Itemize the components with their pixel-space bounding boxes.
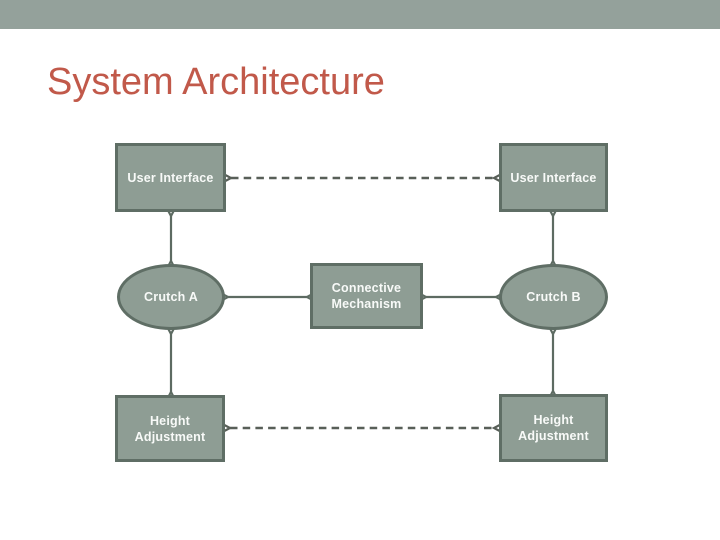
node-user-interface-left: User Interface: [115, 143, 226, 212]
node-connective-mechanism: Connective Mechanism: [310, 263, 423, 329]
node-label: Crutch A: [144, 290, 198, 304]
node-crutch-a: Crutch A: [117, 264, 225, 330]
node-user-interface-right: User Interface: [499, 143, 608, 212]
node-label: User Interface: [127, 170, 214, 185]
node-height-adjustment-right: Height Adjustment: [499, 394, 608, 462]
slide-top-bar: [0, 0, 720, 29]
node-label: User Interface: [510, 170, 597, 185]
node-label: Height Adjustment: [518, 413, 589, 443]
node-label: Height Adjustment: [134, 413, 206, 444]
node-height-adjustment-left: Height Adjustment: [115, 395, 225, 462]
node-label: Crutch B: [526, 290, 581, 304]
node-label: Connective Mechanism: [331, 281, 402, 311]
slide-title: System Architecture: [47, 61, 385, 103]
node-crutch-b: Crutch B: [499, 264, 608, 330]
